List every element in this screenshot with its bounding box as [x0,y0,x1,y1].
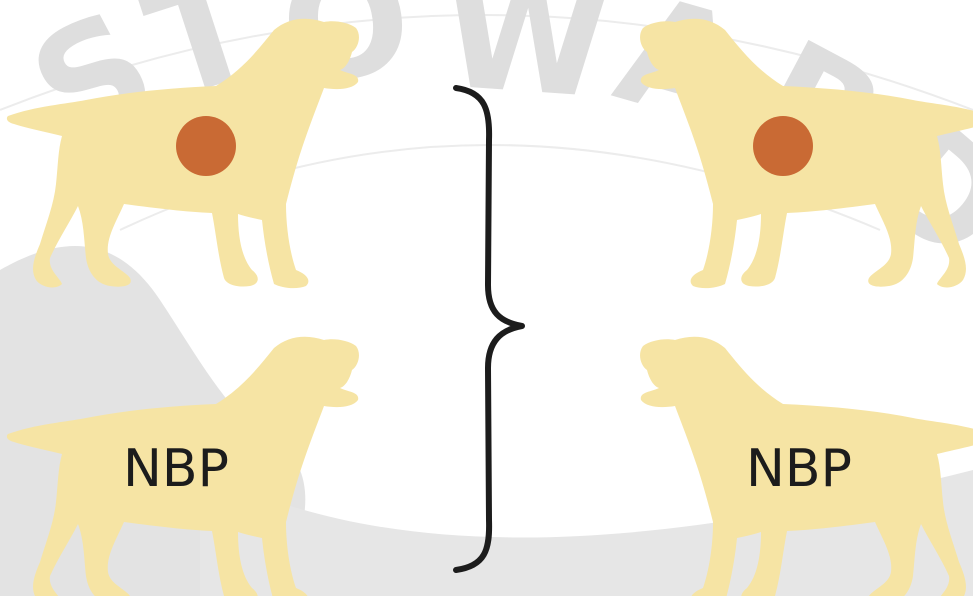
dog-label: NBP [746,439,852,499]
dog-label: NBP [123,439,229,499]
curly-brace [453,85,525,573]
dog-top-right [640,18,973,289]
watermark-letter: W [437,0,614,132]
dog-spot [176,116,236,176]
watermark-arc-outer [0,14,973,111]
dog-spot [753,116,813,176]
dog-top-left [6,18,359,289]
